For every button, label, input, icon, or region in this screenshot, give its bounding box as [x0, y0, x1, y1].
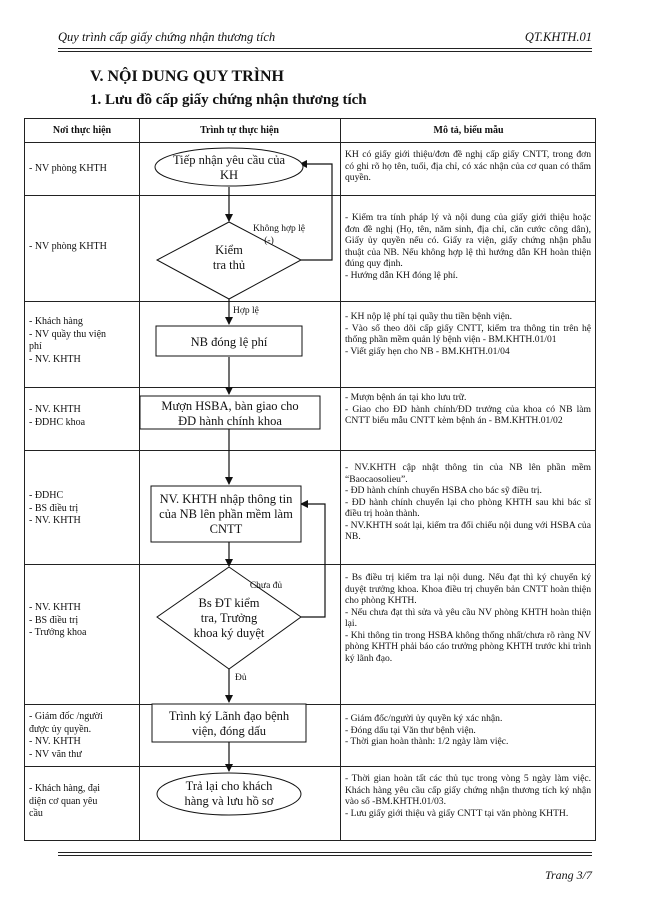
step-text: KH	[220, 168, 238, 182]
step-text: Kiểm	[215, 243, 243, 257]
label-invalid-sign: (-)	[264, 235, 274, 246]
role-cell: - ĐDHC - BS điều trị - NV. KHTH	[29, 490, 81, 526]
document-title: Quy trình cấp giấy chứng nhận thương tíc…	[58, 30, 276, 44]
role-cell: - Khách hàng - NV quầy thu viện phí - NV…	[29, 316, 107, 365]
description-cell: - Kiểm tra tính pháp lý và nội dung của …	[345, 212, 591, 281]
description-cell: - Mượn bệnh án tại kho lưu trữ. - Giao c…	[345, 392, 591, 426]
step-text: Mượn HSBA, bàn giao cho	[161, 399, 298, 413]
description-cell: - Bs điều trị kiểm tra lại nội dung. Nếu…	[345, 572, 591, 664]
step-sign-stamp	[151, 703, 307, 743]
header-location: Nơi thực hiện	[52, 125, 112, 136]
step-text: Trả lại cho khách	[186, 779, 273, 793]
footer-rule	[58, 855, 592, 856]
step-borrow-record	[139, 395, 321, 430]
header-sequence: Trình tự thực hiện	[200, 125, 279, 136]
step-text: của NB lên phần mềm làm	[159, 507, 293, 521]
step-text: viện, đóng dấu	[192, 724, 267, 738]
row-divider	[25, 766, 595, 767]
step-receive-request	[154, 147, 304, 187]
label-not-passed: Chưa đủ	[250, 581, 283, 591]
label-invalid: Không hợp lệ	[253, 224, 305, 234]
row-divider	[25, 450, 595, 451]
description-cell: - KH nộp lệ phí tại quầy thu tiền bệnh v…	[345, 311, 591, 357]
label-valid: Hợp lệ	[233, 306, 259, 316]
row-divider	[25, 142, 595, 143]
description-cell: - Giám đốc/người ủy quyền ký xác nhận. -…	[345, 713, 509, 747]
step-text: khoa ký duyệt	[194, 626, 265, 640]
role-cell: - NV. KHTH - BS điều trị - Trưởng khoa	[29, 602, 87, 638]
header-description: Mô tả, biểu mẫu	[433, 125, 504, 136]
decision-doctor-review	[156, 566, 302, 670]
step-text: NV. KHTH nhập thông tin	[160, 492, 294, 506]
loop-arrow-invalid	[299, 160, 333, 261]
role-cell: - Giám đốc /người được ủy quyền. - NV. K…	[29, 711, 103, 760]
step-text: hàng và lưu hồ sơ	[184, 794, 273, 808]
step-text: NB đóng lệ phí	[191, 335, 268, 349]
step-text: tra, Trưởng	[201, 611, 258, 625]
decision-check-procedure	[155, 221, 303, 300]
step-text: ĐD hành chính khoa	[178, 414, 282, 428]
column-divider	[340, 119, 341, 840]
step-text: Tiếp nhận yêu cầu của	[173, 153, 285, 167]
flowchart: Tiếp nhận yêu cầu của KH Kiểm tra thủ Kh…	[139, 147, 333, 816]
row-divider	[25, 195, 595, 196]
procedure-table: Nơi thực hiện Trình tự thực hiện Mô tả, …	[24, 118, 596, 841]
row-divider	[25, 704, 595, 705]
loop-arrow-not-passed	[300, 500, 326, 618]
description-cell: - Thời gian hoàn tất các thủ tục trong v…	[345, 773, 591, 819]
step-text: CNTT	[210, 522, 243, 536]
header-rule	[58, 48, 592, 49]
row-divider	[25, 564, 595, 565]
footer-rule-thin	[58, 852, 592, 853]
description-cell: - NV.KHTH cập nhật thông tin của NB lên …	[345, 462, 591, 542]
step-text: Bs ĐT kiểm	[199, 596, 260, 610]
label-passed: Đủ	[235, 673, 247, 683]
header-rule-thin	[58, 51, 592, 52]
role-cell: - NV. KHTH - ĐDHC khoa	[29, 404, 86, 428]
step-return-archive	[156, 772, 302, 816]
description-cell: KH có giấy giới thiệu/đơn đề nghị cấp gi…	[345, 149, 591, 183]
page-number: Trang 3/7	[544, 868, 592, 882]
section-title: V. NỘI DUNG QUY TRÌNH	[90, 68, 284, 85]
document-code: QT.KHTH.01	[524, 30, 592, 44]
step-enter-info	[150, 485, 302, 543]
row-divider	[25, 387, 595, 388]
role-cell: - NV phòng KHTH	[29, 241, 107, 252]
step-text: Trình ký Lãnh đạo bệnh	[169, 709, 290, 723]
row-divider	[25, 301, 595, 302]
column-divider	[139, 119, 140, 840]
role-cell: - Khách hàng, đại diện cơ quan yêu cầu	[29, 783, 101, 819]
step-text: tra thủ	[213, 258, 246, 272]
subsection-title: 1. Lưu đồ cấp giấy chứng nhận thương tíc…	[90, 92, 367, 108]
step-pay-fee	[155, 325, 303, 357]
role-cell: - NV phòng KHTH	[29, 163, 107, 174]
